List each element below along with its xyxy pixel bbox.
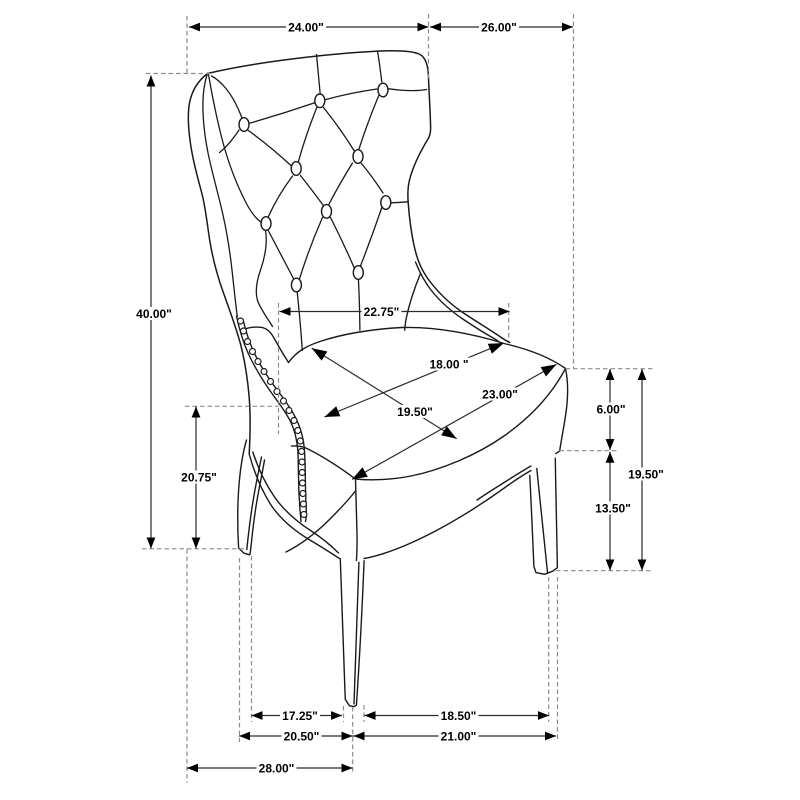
svg-text:18.50": 18.50" [441, 709, 477, 723]
svg-text:21.00": 21.00" [441, 729, 477, 743]
svg-text:19.50": 19.50" [397, 405, 433, 419]
svg-text:19.50": 19.50" [628, 467, 664, 481]
svg-text:26.00": 26.00" [481, 20, 517, 34]
svg-text:22.75": 22.75" [364, 305, 400, 319]
svg-text:24.00": 24.00" [288, 20, 324, 34]
svg-text:23.00": 23.00" [482, 387, 518, 401]
svg-text:28.00": 28.00" [259, 761, 295, 775]
svg-text:17.25": 17.25" [282, 709, 318, 723]
svg-text:20.75": 20.75" [181, 470, 217, 484]
svg-text:40.00": 40.00" [136, 307, 172, 321]
svg-text:13.50": 13.50" [595, 501, 631, 515]
svg-text:6.00": 6.00" [596, 402, 625, 416]
svg-text:18.00 ": 18.00 " [429, 357, 468, 371]
svg-text:20.50": 20.50" [284, 729, 320, 743]
